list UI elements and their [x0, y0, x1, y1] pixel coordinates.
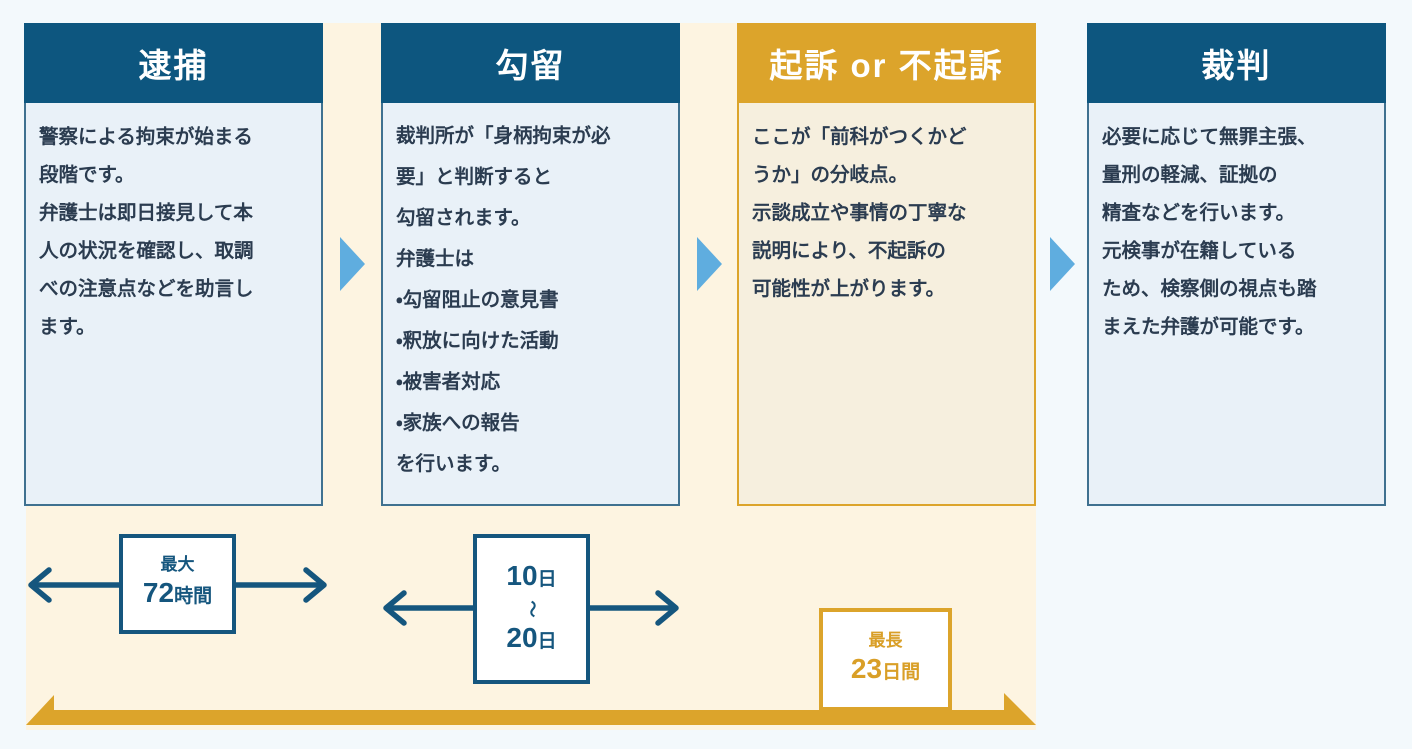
badge-value: 72時間	[143, 576, 212, 614]
stage-card-arrest: 逮捕 警察による拘束が始まる 段階です。 弁護士は即日接見して本 人の状況を確認…	[24, 23, 323, 506]
stage-card-trial: 裁判 必要に応じて無罪主張、 量刑の軽減、証拠の 精査などを行います。 元検事が…	[1087, 23, 1386, 506]
total-duration-arrow	[26, 693, 1036, 725]
stage-description: 必要に応じて無罪主張、 量刑の軽減、証拠の 精査などを行います。 元検事が在籍し…	[1087, 103, 1386, 506]
stage-card-detention: 勾留 裁判所が「身柄拘束が必 要」と判断すると 勾留されます。 弁護士は ・勾留…	[381, 23, 680, 506]
badge-number: 20	[506, 622, 538, 653]
badge-number: 23	[850, 652, 883, 684]
flow-arrow-icon	[697, 237, 722, 291]
double-arrow-72h-icon	[28, 567, 327, 603]
stage-card-prosecution-decision: 起訴 or 不起訴 ここが「前科がつくかど うか」の分岐点。 示談成立や事情の丁…	[737, 23, 1036, 506]
stage-title: 裁判	[1087, 23, 1386, 103]
badge-number: 10	[506, 560, 538, 591]
duration-badge-72h: 最大 72時間	[119, 534, 236, 634]
flow-arrow-icon	[340, 237, 365, 291]
stage-description: 警察による拘束が始まる 段階です。 弁護士は即日接見して本 人の状況を確認し、取…	[24, 103, 323, 506]
badge-label: 最長	[868, 630, 903, 650]
stage-description: 裁判所が「身柄拘束が必 要」と判断すると 勾留されます。 弁護士は ・勾留阻止の…	[381, 103, 680, 506]
stage-description: ここが「前科がつくかど うか」の分岐点。 示談成立や事情の丁寧な 説明により、不…	[737, 103, 1036, 506]
badge-unit: 日	[537, 569, 557, 590]
badge-value: 20日	[506, 621, 556, 659]
badge-number: 72	[142, 577, 175, 608]
stage-title: 起訴 or 不起訴	[737, 23, 1036, 103]
flow-arrow-icon	[1050, 237, 1075, 291]
badge-unit: 時間	[174, 586, 213, 607]
badge-unit: 日間	[882, 661, 921, 683]
tilde-separator: 〜	[522, 600, 542, 618]
stage-title: 勾留	[381, 23, 680, 103]
duration-badge-10-20-days: 10日 〜 20日	[473, 534, 590, 684]
badge-unit: 日	[537, 631, 557, 652]
badge-label: 最大	[160, 555, 195, 574]
double-arrow-days-icon	[383, 590, 679, 626]
stage-title: 逮捕	[24, 23, 323, 103]
badge-value: 23日間	[851, 652, 920, 690]
badge-value: 10日	[506, 559, 556, 597]
duration-badge-23-days: 最長 23日間	[819, 608, 952, 711]
